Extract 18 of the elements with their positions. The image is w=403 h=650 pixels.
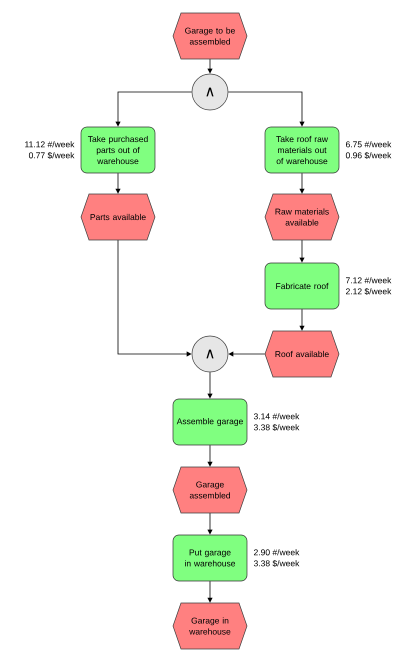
rate-note: 11.12 #/week 0.77 $/week	[25, 141, 74, 159]
event-hexagon: Garage in warehouse	[172, 602, 248, 650]
event-hexagon: Roof available	[264, 330, 340, 378]
function-box: Take roof raw materials out of warehouse	[264, 126, 340, 174]
and-connector: ∧	[192, 74, 228, 110]
and-connector: ∧	[192, 336, 228, 372]
rate-note: 3.14 #/week 3.38 $/week	[254, 413, 300, 431]
function-box: Take purchased parts out of warehouse	[80, 126, 156, 174]
event-hexagon: Raw materials available	[264, 194, 340, 240]
rate-note: 2.90 #/week 3.38 $/week	[254, 549, 300, 567]
function-box: Fabricate roof	[264, 262, 340, 310]
rate-note: 7.12 #/week 2.12 $/week	[346, 277, 392, 295]
function-box: Assemble garage	[172, 398, 248, 446]
event-hexagon: Parts available	[80, 194, 156, 240]
event-hexagon: Garage to be assembled	[172, 12, 248, 60]
event-hexagon: Garage assembled	[172, 466, 248, 514]
function-box: Put garage in warehouse	[172, 534, 248, 582]
rate-note: 6.75 #/week 0.96 $/week	[346, 141, 392, 159]
